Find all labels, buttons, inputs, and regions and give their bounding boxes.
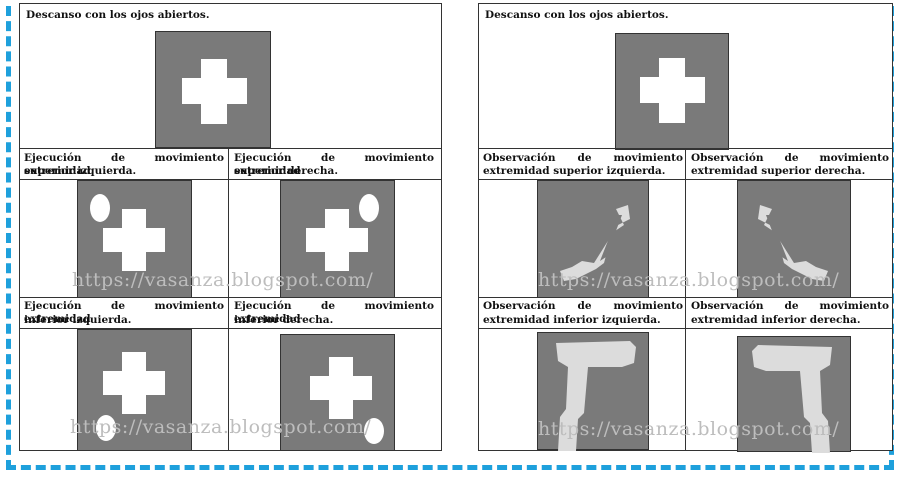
arm-figure-icon	[758, 205, 828, 281]
cross-icon	[640, 58, 705, 123]
watermark-text: https://vasanza.blogspot.com/	[538, 269, 840, 291]
upper-left-obs-label-2: extremidad superior izquierda.	[483, 165, 666, 177]
lower-left-obs-label-2: extremidad inferior izquierda.	[483, 314, 661, 326]
lower-left-exec-stimulus	[77, 329, 192, 451]
lower-right-exec-stimulus	[280, 334, 395, 451]
lower-left-obs-label: Observación de movimiento	[483, 300, 683, 312]
lower-left-obs-stimulus	[537, 332, 649, 451]
circle-cue-upper-left	[90, 194, 110, 222]
observation-table: Descanso con los ojos abiertos. Observac…	[478, 3, 893, 453]
upper-right-exec-label-2: superior derecha.	[234, 165, 339, 177]
upper-right-obs-label: Observación de movimiento	[691, 152, 889, 164]
watermark-text: https://vasanza.blogspot.com/	[70, 416, 372, 438]
upper-right-exec-label: Ejecución de movimiento extremidad	[234, 152, 434, 177]
upper-right-exec-stimulus	[280, 180, 395, 298]
upper-left-exec-stimulus	[77, 180, 192, 298]
cross-icon	[306, 209, 368, 271]
cross-icon	[182, 59, 247, 124]
upper-left-exec-label-2: superior izquierda.	[24, 165, 137, 177]
watermark-text: https://vasanza.blogspot.com/	[72, 269, 374, 291]
upper-left-obs-stimulus	[537, 180, 649, 298]
arm-figure-icon	[560, 205, 630, 281]
watermark-text: https://vasanza.blogspot.com/	[538, 418, 840, 440]
circle-cue-lower-right	[364, 418, 384, 444]
cross-icon	[103, 352, 165, 414]
rest-stimulus	[155, 31, 271, 148]
lower-right-obs-label: Observación de movimiento	[691, 300, 889, 312]
circle-cue-lower-left	[96, 415, 116, 441]
lower-right-exec-label: Ejecución de movimiento extremidad	[234, 300, 434, 325]
cross-icon	[103, 209, 165, 271]
leg-figure-icon	[752, 345, 832, 453]
upper-left-exec-label: Ejecución de movimiento extremidad	[24, 152, 224, 177]
upper-left-obs-label: Observación de movimiento	[483, 152, 683, 164]
upper-right-obs-stimulus	[737, 180, 851, 298]
lower-left-exec-label-2: inferior izquierda.	[24, 314, 132, 326]
rest-label: Descanso con los ojos abiertos.	[26, 9, 210, 21]
lower-right-obs-label-2: extremidad inferior derecha.	[691, 314, 861, 326]
circle-cue-upper-right	[359, 194, 379, 222]
lower-left-exec-label: Ejecución de movimiento extremidad	[24, 300, 224, 325]
lower-right-obs-stimulus	[737, 336, 851, 453]
execution-table: Descanso con los ojos abiertos. Ejecució…	[19, 3, 442, 451]
rest-stimulus	[615, 33, 729, 150]
lower-right-exec-label-2: inferior derecha.	[234, 314, 334, 326]
cross-icon	[310, 357, 372, 419]
leg-figure-icon	[556, 341, 636, 451]
upper-right-obs-label-2: extremidad superior derecha.	[691, 165, 866, 177]
rest-label: Descanso con los ojos abiertos.	[485, 9, 669, 21]
